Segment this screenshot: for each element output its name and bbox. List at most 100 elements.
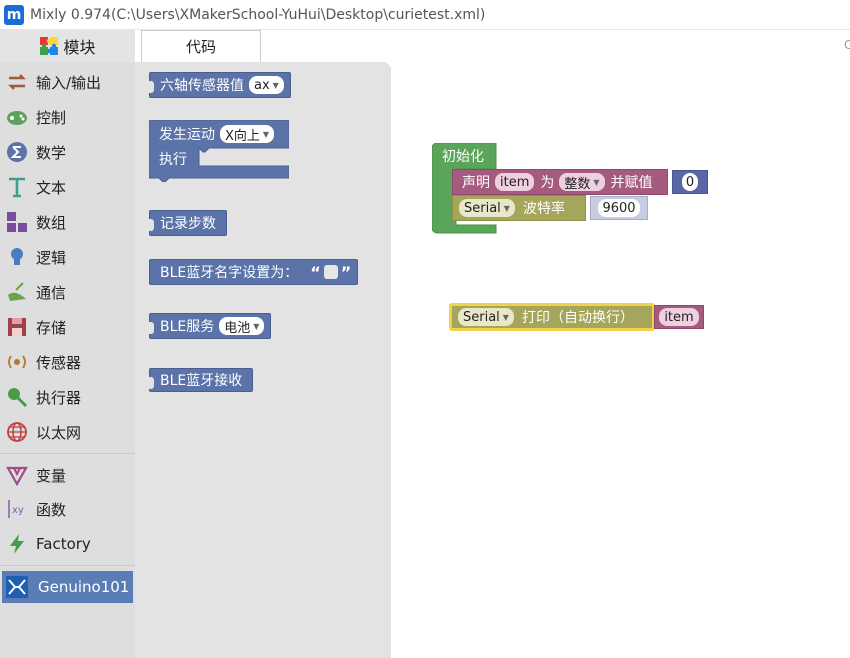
- dropdown-arrow-icon: ▼: [253, 321, 260, 331]
- motion-label: 发生运动: [159, 127, 215, 143]
- category-math[interactable]: 数学: [0, 136, 135, 168]
- ble-name-label: BLE蓝牙名字设置为：: [160, 265, 299, 281]
- floppy-icon: [6, 316, 28, 338]
- tab-code-label: 代码: [185, 38, 216, 56]
- item-variable-field[interactable]: item: [659, 308, 699, 326]
- six-axis-dropdown-value: ax: [254, 77, 270, 93]
- tab-modules[interactable]: 模块: [0, 30, 135, 62]
- block-notch: [149, 377, 154, 389]
- tab-modules-label: 模块: [63, 38, 96, 57]
- category-factory[interactable]: Factory: [0, 528, 135, 560]
- dropdown-arrow-icon: ▼: [503, 203, 510, 213]
- window-title: Mixly 0.974(C:\Users\XMakerSchool-YuHui\…: [30, 6, 486, 23]
- number-field[interactable]: 0: [681, 173, 699, 191]
- category-text[interactable]: 文本: [0, 171, 135, 203]
- block-notch: [149, 81, 154, 93]
- declare-as-label: 为: [540, 175, 555, 191]
- sigma-icon: [6, 141, 28, 163]
- ble-service-block[interactable]: BLE服务 电池▼: [149, 313, 272, 339]
- ble-service-label: BLE服务: [160, 319, 215, 335]
- lightning-icon: [6, 533, 28, 555]
- baud-label: 波特率: [522, 201, 565, 217]
- gamepad-icon: [6, 106, 28, 128]
- init-header: 初始化: [442, 145, 484, 167]
- dropdown-arrow-icon: ▼: [593, 177, 600, 187]
- ble-receive-block[interactable]: BLE蓝牙接收: [149, 368, 254, 392]
- item-variable-value: item: [664, 309, 694, 325]
- category-communication[interactable]: 通信: [0, 276, 135, 308]
- category-actuator[interactable]: 执行器: [0, 381, 135, 413]
- puzzle-icon: [40, 37, 59, 55]
- baud-serial-dropdown[interactable]: Serial▼: [459, 199, 515, 217]
- print-label: 打印（自动换行）: [521, 310, 634, 326]
- init-block[interactable]: 初始化 声明 item 为 整数▼ 并赋值 0: [432, 143, 712, 235]
- step-count-label: 记录步数: [160, 216, 216, 232]
- sensor-icon: [6, 351, 28, 373]
- baud-number-block[interactable]: 9600: [590, 196, 648, 220]
- category-array[interactable]: 数组: [0, 206, 135, 238]
- category-storage[interactable]: 存储: [0, 311, 135, 343]
- globe-icon: [6, 421, 28, 443]
- motion-dropdown[interactable]: X向上▼: [220, 125, 275, 144]
- tab-edge-text: C: [844, 38, 850, 52]
- six-axis-block[interactable]: 六轴传感器值 ax▼: [149, 72, 291, 98]
- declare-type-dropdown[interactable]: 整数▼: [559, 173, 605, 192]
- item-variable-block[interactable]: item: [654, 305, 704, 329]
- satellite-icon: [6, 281, 28, 303]
- ble-service-dropdown[interactable]: 电池▼: [219, 317, 265, 336]
- motion-header: 发生运动 X向上▼: [159, 122, 275, 146]
- lightbulb-icon: [6, 246, 28, 268]
- six-axis-dropdown[interactable]: ax▼: [249, 76, 284, 94]
- dropdown-arrow-icon: ▼: [272, 80, 279, 90]
- declare-block[interactable]: 声明 item 为 整数▼ 并赋值 0: [452, 169, 708, 195]
- declare-var-field[interactable]: item: [495, 173, 535, 191]
- block-notch: [149, 219, 154, 231]
- declare-assign-label: 并赋值: [610, 175, 653, 191]
- block-notch: [149, 322, 154, 334]
- category-ethernet[interactable]: 以太网: [0, 416, 135, 448]
- init-block-shape: [432, 143, 497, 234]
- category-genuino101[interactable]: Genuino101: [2, 571, 133, 603]
- motion-block[interactable]: 发生运动 X向上▼ 执行: [149, 120, 289, 182]
- svg-text:xy: xy: [12, 505, 24, 516]
- ble-receive-label: BLE蓝牙接收: [160, 373, 243, 389]
- quote-close-icon: ”: [340, 262, 352, 282]
- blockly-workspace[interactable]: 初始化 声明 item 为 整数▼ 并赋值 0: [391, 62, 850, 658]
- baud-number-field[interactable]: 9600: [598, 199, 640, 217]
- ble-name-block[interactable]: BLE蓝牙名字设置为： “ ”: [149, 259, 359, 285]
- sidebar-separator: [0, 453, 135, 454]
- variable-icon: [6, 464, 28, 486]
- motion-dropdown-value: X向上: [225, 128, 260, 144]
- declare-content: 声明 item 为 整数▼ 并赋值: [462, 169, 653, 195]
- genuino-icon: [6, 576, 28, 598]
- actuator-icon: [6, 386, 28, 408]
- category-variables[interactable]: 变量: [0, 459, 135, 491]
- title-bar: m Mixly 0.974(C:\Users\XMakerSchool-YuHu…: [0, 0, 850, 30]
- quote-open-icon: “: [310, 262, 321, 282]
- serial-print-content: Serial▼ 打印（自动换行）: [453, 303, 634, 331]
- category-control[interactable]: 控制: [0, 101, 135, 133]
- text-input-slot[interactable]: [323, 265, 338, 279]
- motion-exec: 执行: [159, 148, 187, 170]
- print-serial-dropdown[interactable]: Serial▼: [458, 308, 514, 326]
- six-axis-label: 六轴传感器值: [160, 78, 244, 94]
- declare-type-value: 整数: [564, 176, 591, 192]
- number-block[interactable]: 0: [672, 170, 708, 194]
- baud-block[interactable]: Serial▼ 波特率 9600: [452, 195, 672, 221]
- motion-exec-label: 执行: [159, 152, 187, 168]
- arrows-exchange-icon: [6, 71, 28, 93]
- dropdown-arrow-icon: ▼: [502, 312, 509, 322]
- category-logic[interactable]: 逻辑: [0, 241, 135, 273]
- baud-content: Serial▼ 波特率: [454, 195, 565, 221]
- category-io[interactable]: 输入/输出: [0, 66, 135, 98]
- baud-serial-value: Serial: [464, 200, 501, 216]
- step-count-block[interactable]: 记录步数: [149, 210, 227, 236]
- number-value: 0: [685, 174, 695, 190]
- serial-print-block[interactable]: Serial▼ 打印（自动换行） item: [449, 303, 709, 331]
- category-functions[interactable]: xy 函数: [0, 493, 135, 525]
- ble-service-dropdown-value: 电池: [224, 320, 251, 336]
- category-sensor[interactable]: 传感器: [0, 346, 135, 378]
- tab-code[interactable]: 代码: [141, 30, 261, 62]
- block-flyout: 六轴传感器值 ax▼ 发生运动 X向上▼ 执行 记录步数: [135, 62, 391, 658]
- print-serial-value: Serial: [463, 309, 500, 325]
